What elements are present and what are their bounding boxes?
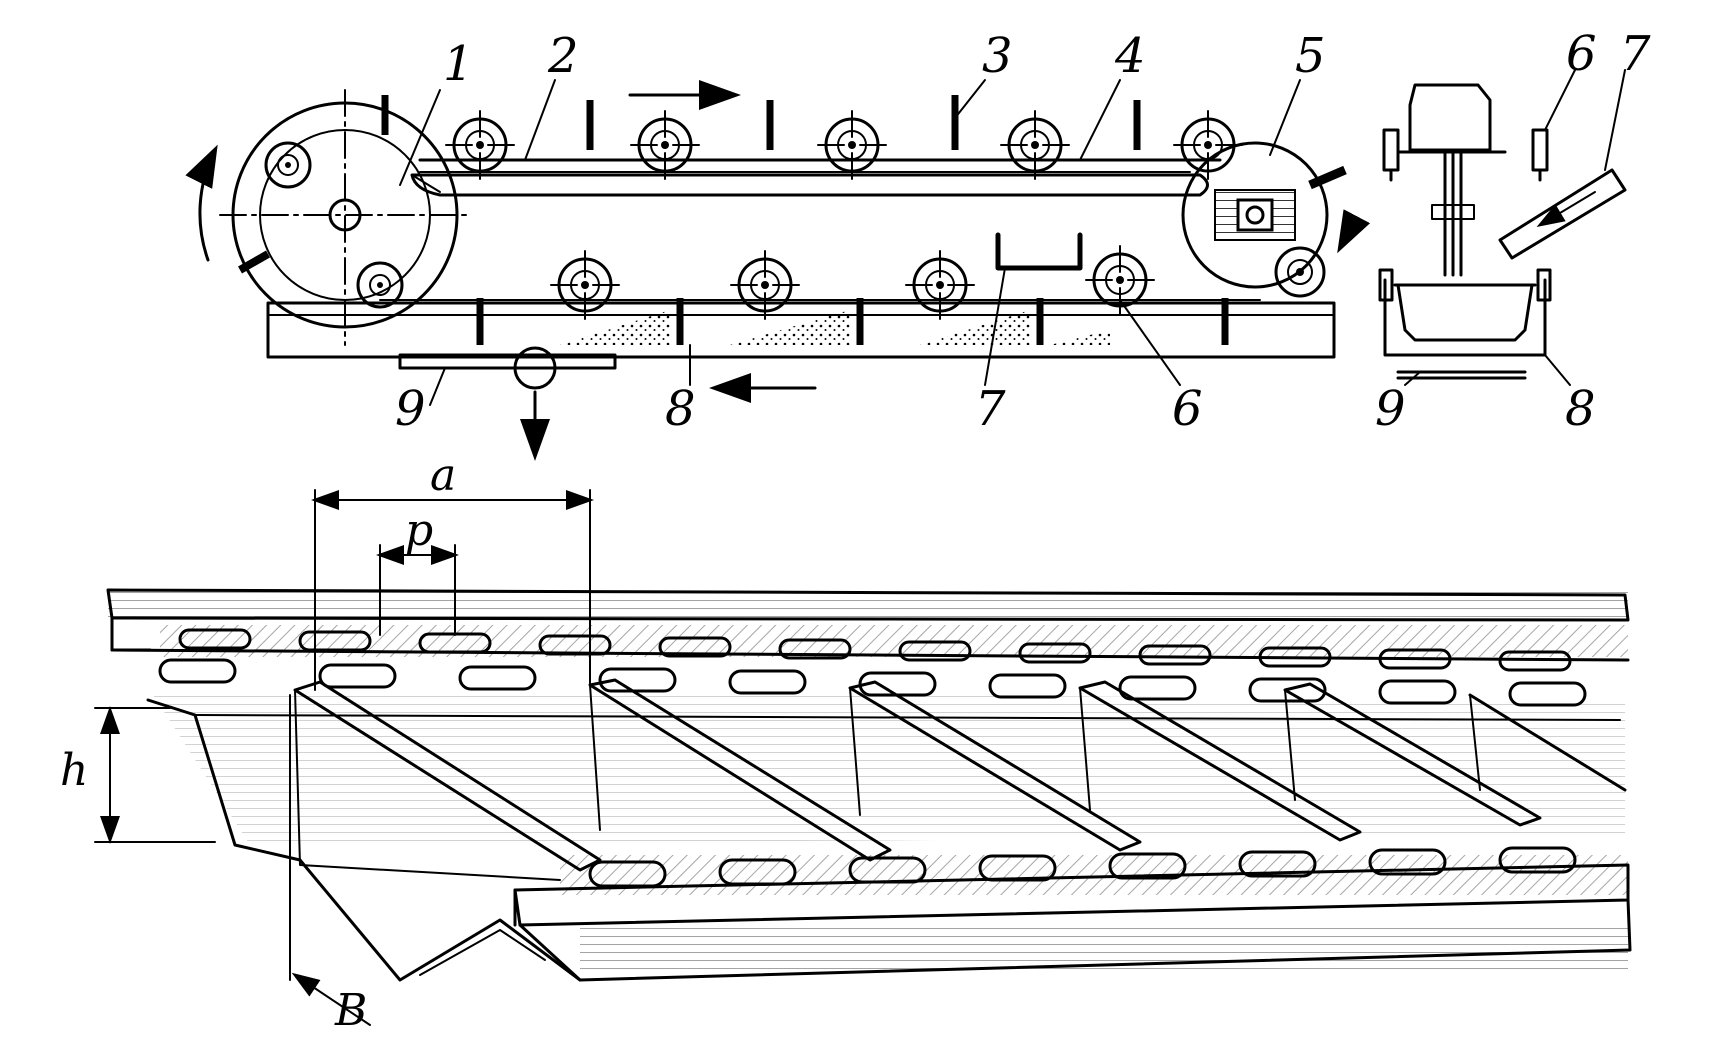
trough <box>266 298 1336 461</box>
upper-scrapers <box>586 95 1141 150</box>
upper-chain-run <box>410 158 1222 197</box>
callout-3: 3 <box>982 28 1013 84</box>
front-chain <box>560 846 1628 895</box>
dimension-a: a <box>311 450 594 691</box>
front-rail <box>513 863 1632 982</box>
end-callout-9: 9 <box>1375 381 1406 437</box>
dimension-B: B <box>289 694 371 1036</box>
dim-B-label: B <box>334 985 367 1036</box>
dim-a-label: a <box>430 450 456 501</box>
dimension-p: p <box>376 505 459 636</box>
callout-5: 5 <box>1295 28 1326 84</box>
callout-1: 1 <box>443 36 474 92</box>
perspective-view: a p h B <box>60 450 1632 1036</box>
callout-7-bottom: 7 <box>975 381 1006 437</box>
callout-9: 9 <box>395 381 426 437</box>
end-callout-7: 7 <box>1620 26 1651 82</box>
callout-6-bottom: 6 <box>1172 381 1203 437</box>
end-view-schematic: 6 7 9 8 <box>1375 26 1651 437</box>
side-view-schematic: 1 2 3 4 5 7 6 8 9 <box>185 28 1371 461</box>
tail-sprocket <box>1181 141 1371 298</box>
callout-4: 4 <box>1114 28 1146 84</box>
trough-bottom <box>298 858 582 982</box>
callout-2: 2 <box>547 28 579 84</box>
callout-leaders <box>399 79 1301 406</box>
upper-idler-rollers <box>445 110 1243 180</box>
scraper-flights <box>293 678 1627 881</box>
lower-chain-run <box>379 232 1261 320</box>
dim-h-label: h <box>60 745 88 796</box>
end-callout-6: 6 <box>1566 26 1597 82</box>
callout-8: 8 <box>665 381 696 437</box>
dim-p-label: p <box>405 505 433 556</box>
dimension-h: h <box>60 706 216 844</box>
drive-sprocket <box>185 89 471 346</box>
trough-body <box>146 690 1625 862</box>
end-callout-8: 8 <box>1565 381 1596 437</box>
